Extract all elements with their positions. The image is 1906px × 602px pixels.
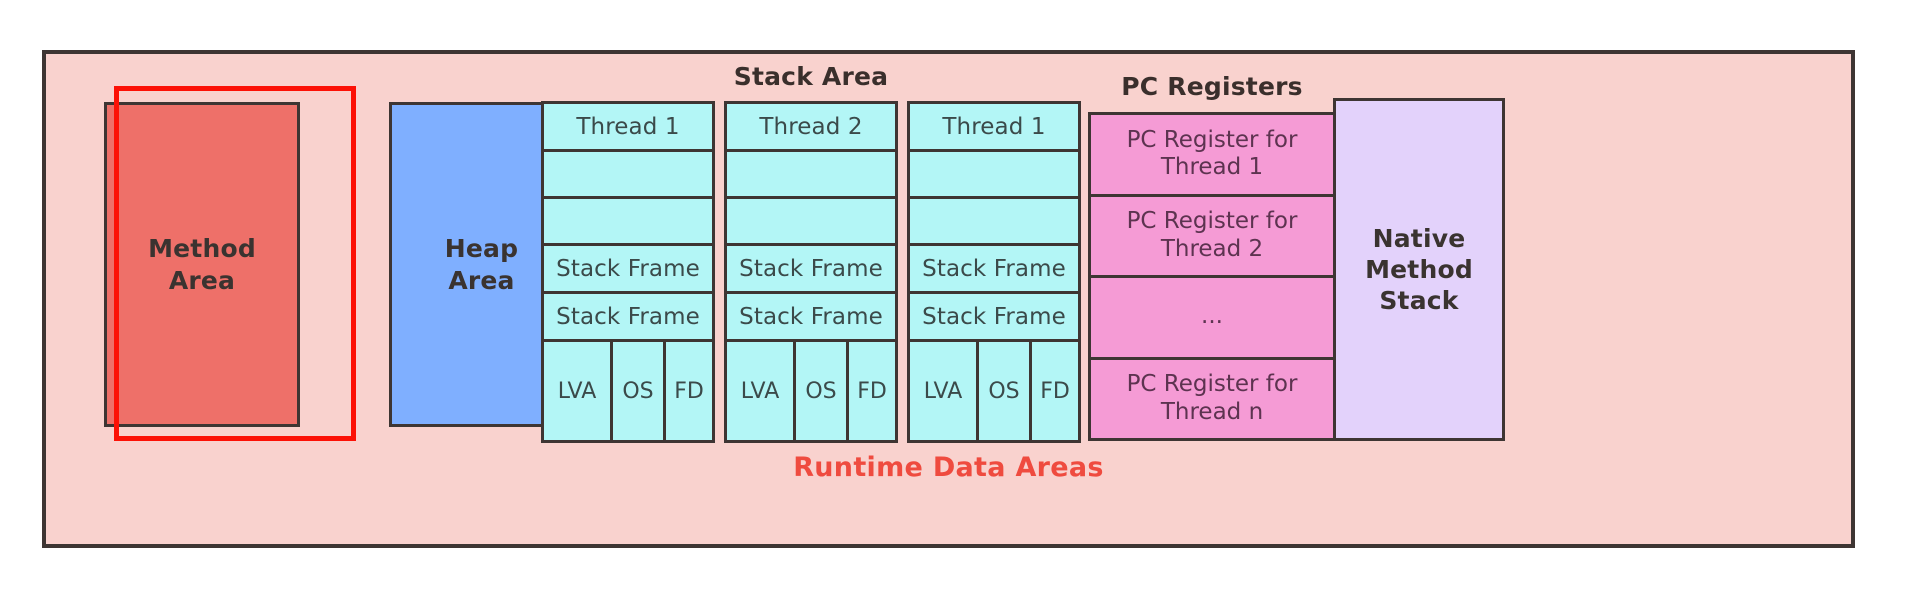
thread-column[interactable]: Thread 1 Stack Frame Stack Frame LVA OS … xyxy=(541,101,715,443)
stack-frame-cell: Stack Frame xyxy=(910,294,1078,342)
stack-frame-subcells: LVA OS FD xyxy=(910,342,1078,440)
stack-cell-empty xyxy=(727,152,895,199)
stack-cell-empty xyxy=(910,152,1078,199)
subcell-fd: FD xyxy=(1032,342,1078,440)
heap-area-label: Heap Area xyxy=(444,234,519,295)
thread-column[interactable]: Thread 2 Stack Frame Stack Frame LVA OS … xyxy=(724,101,898,443)
native-method-stack-block[interactable]: Native Method Stack xyxy=(1333,98,1505,441)
pc-register-ellipsis: ... xyxy=(1091,278,1333,360)
thread-header: Thread 2 xyxy=(727,104,895,152)
stack-cell-empty xyxy=(727,199,895,246)
stack-frame-cell: Stack Frame xyxy=(727,294,895,342)
subcell-os: OS xyxy=(796,342,849,440)
stack-frame-subcells: LVA OS FD xyxy=(727,342,895,440)
subcell-os: OS xyxy=(613,342,666,440)
subcell-fd: FD xyxy=(849,342,895,440)
subcell-os: OS xyxy=(979,342,1032,440)
pc-registers-block[interactable]: PC Register for Thread 1 PC Register for… xyxy=(1088,112,1336,441)
subcell-fd: FD xyxy=(666,342,712,440)
stack-frame-subcells: LVA OS FD xyxy=(544,342,712,440)
stack-cell-empty xyxy=(544,152,712,199)
subcell-lva: LVA xyxy=(910,342,979,440)
pc-register-cell: PC Register for Thread 1 xyxy=(1091,115,1333,197)
stack-frame-cell: Stack Frame xyxy=(727,246,895,294)
subcell-lva: LVA xyxy=(727,342,796,440)
thread-column[interactable]: Thread 1 Stack Frame Stack Frame LVA OS … xyxy=(907,101,1081,443)
stack-frame-cell: Stack Frame xyxy=(910,246,1078,294)
stack-cell-empty xyxy=(910,199,1078,246)
pc-register-cell: PC Register for Thread n xyxy=(1091,359,1333,438)
thread-header: Thread 1 xyxy=(544,104,712,152)
method-area-block[interactable]: Method Area xyxy=(104,102,300,427)
stack-frame-cell: Stack Frame xyxy=(544,246,712,294)
native-method-stack-label: Native Method Stack xyxy=(1365,223,1473,316)
thread-header: Thread 1 xyxy=(910,104,1078,152)
runtime-data-areas-frame: Method Area Heap Area Stack Area Thread … xyxy=(42,50,1855,548)
stack-area-title: Stack Area xyxy=(733,62,889,91)
pc-registers-title: PC Registers xyxy=(1121,72,1303,101)
subcell-lva: LVA xyxy=(544,342,613,440)
stack-frame-cell: Stack Frame xyxy=(544,294,712,342)
stack-area-grid: Thread 1 Stack Frame Stack Frame LVA OS … xyxy=(541,101,1081,443)
method-area-label: Method Area xyxy=(148,234,256,295)
stack-cell-empty xyxy=(544,199,712,246)
pc-register-cell: PC Register for Thread 2 xyxy=(1091,196,1333,278)
runtime-data-areas-caption: Runtime Data Areas xyxy=(793,452,1104,483)
